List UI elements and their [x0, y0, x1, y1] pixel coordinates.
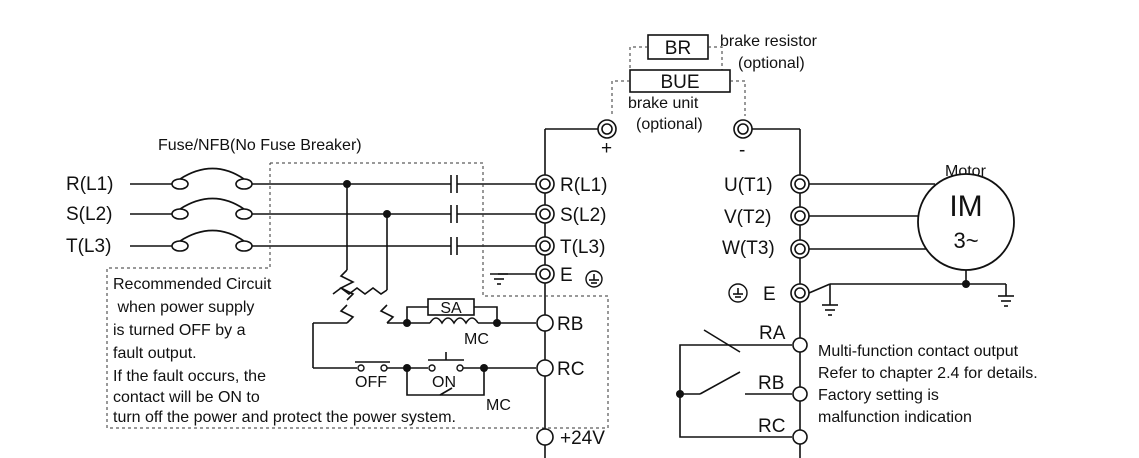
off-label: OFF [355, 374, 387, 391]
terminal-t-label: T(L3) [560, 237, 605, 258]
brake-resistor-optional: (optional) [738, 55, 805, 72]
sa-label: SA [440, 300, 462, 317]
input-lines: Fuse/NFB(No Fuse Breaker) R(L1) S(L2) T(… [66, 137, 538, 368]
terminal-24v [536, 428, 554, 446]
terminal-w-label: W(T3) [722, 238, 775, 259]
motor-phase: 3~ [953, 228, 978, 253]
terminal-rc [536, 359, 554, 377]
brake-resistor-box-label: BR [665, 38, 691, 59]
note-line-2: when power supply [113, 299, 254, 316]
dc-minus-label: - [739, 140, 745, 161]
relay-rc-label: RC [758, 416, 785, 437]
motor-symbol: IM [949, 190, 982, 223]
output-section: U(T1) V(T2) W(T3) E Motor IM 3~ [722, 163, 1015, 316]
terminal-24v-label: +24V [560, 428, 605, 449]
terminal-rc-label: RC [557, 359, 584, 380]
relay-note-4: malfunction indication [818, 409, 972, 426]
input-phase-t: T(L3) [66, 236, 111, 257]
brake-section: BR brake resistor (optional) BUE brake u… [597, 33, 818, 161]
relay-output: RA RB RC Multi-function contact output R… [676, 323, 1038, 445]
terminal-s-label: S(L2) [560, 205, 606, 226]
note-line-7: turn off the power and protect the power… [113, 409, 456, 426]
fuse-label: Fuse/NFB(No Fuse Breaker) [158, 137, 362, 154]
note-line-3: is turned OFF by a [113, 322, 246, 339]
brake-unit-optional: (optional) [636, 116, 703, 133]
note-line-1: Recommended Circuit [113, 276, 272, 293]
recommended-circuit-note: Recommended Circuit when power supply is… [113, 276, 456, 426]
brake-unit-label: brake unit [628, 95, 699, 112]
on-label: ON [432, 374, 456, 391]
relay-rb-terminal [792, 386, 808, 402]
input-phase-s: S(L2) [66, 204, 112, 225]
terminal-e-output-label: E [763, 284, 776, 305]
relay-ra-terminal [792, 337, 808, 353]
input-terminals: R(L1) S(L2) T(L3) E [490, 174, 608, 288]
fault-circuit: SA MC RB OFF ON MC RC +24V [313, 298, 605, 449]
brake-unit-box-label: BUE [660, 72, 699, 93]
terminal-e-input-label: E [560, 265, 573, 286]
brake-resistor-label: brake resistor [720, 33, 818, 50]
relay-ra-label: RA [759, 323, 786, 344]
relay-rb-label: RB [758, 373, 784, 394]
terminal-u-label: U(T1) [724, 175, 773, 196]
note-line-6: contact will be ON to [113, 389, 260, 406]
relay-note-1: Multi-function contact output [818, 343, 1019, 360]
terminal-rb-label: RB [557, 314, 583, 335]
terminal-v-label: V(T2) [724, 207, 772, 228]
note-line-4: fault output. [113, 345, 197, 362]
terminal-r-label: R(L1) [560, 175, 608, 196]
terminal-rb [536, 314, 554, 332]
mc-label-1: MC [464, 331, 489, 348]
relay-note-2: Refer to chapter 2.4 for details. [818, 365, 1038, 382]
relay-rc-terminal [792, 429, 808, 445]
input-phase-r: R(L1) [66, 174, 114, 195]
mc-label-2: MC [486, 397, 511, 414]
relay-note-3: Factory setting is [818, 387, 939, 404]
dc-plus-label: + [601, 138, 612, 159]
note-line-5: If the fault occurs, the [113, 368, 266, 385]
